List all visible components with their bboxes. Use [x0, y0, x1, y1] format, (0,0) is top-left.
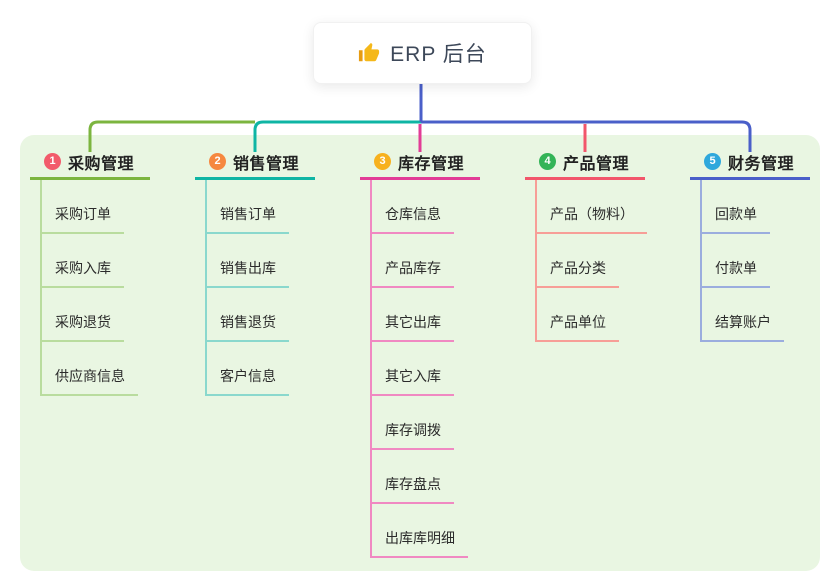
node-label: 产品（物料） [550, 206, 634, 222]
node-label: 付款单 [715, 260, 757, 276]
branch-5: 5 财务管理回款单付款单结算账户 [690, 146, 839, 342]
mindmap-node: 采购入库 [40, 234, 124, 288]
branch-label: 销售管理 [233, 155, 300, 173]
branches-panel [20, 135, 820, 571]
node-label: 供应商信息 [55, 368, 125, 384]
node-label: 客户信息 [220, 368, 276, 384]
node-label: 销售订单 [220, 206, 276, 222]
branch-number-badge: 5 [704, 153, 721, 170]
branch-header: 2 销售管理 [195, 146, 315, 177]
branch-underline [360, 177, 480, 180]
branch-items: 采购订单采购入库采购退货供应商信息 [30, 180, 180, 396]
node-label: 回款单 [715, 206, 757, 222]
mindmap-node: 库存盘点 [370, 450, 454, 504]
mindmap-node: 供应商信息 [40, 342, 138, 396]
mindmap-node: 其它入库 [370, 342, 454, 396]
branch-underline [690, 177, 810, 180]
node-label: 产品单位 [550, 314, 606, 330]
mindmap-node: 产品分类 [535, 234, 619, 288]
node-label: 库存调拨 [385, 422, 441, 438]
root-title: ERP 后台 [390, 43, 487, 66]
node-label: 仓库信息 [385, 206, 441, 222]
branch-4: 4 产品管理产品（物料） 产品分类产品单位 [525, 146, 675, 342]
branch-items: 产品（物料） 产品分类产品单位 [525, 180, 675, 342]
mindmap-node: 采购订单 [40, 180, 124, 234]
node-label: 采购订单 [55, 206, 111, 222]
branch-number-badge: 3 [374, 153, 391, 170]
branch-label: 采购管理 [68, 155, 135, 173]
branch-vertical-line [205, 180, 207, 396]
node-label: 出库库明细 [385, 530, 455, 546]
branch-underline [525, 177, 645, 180]
branch-header: 4 产品管理 [525, 146, 645, 177]
branch-header: 3 库存管理 [360, 146, 480, 177]
mindmap-node: 产品（物料） [535, 180, 647, 234]
root-node: ERP 后台 [313, 22, 532, 84]
mindmap-node: 仓库信息 [370, 180, 454, 234]
node-label: 其它入库 [385, 368, 441, 384]
mindmap-node: 付款单 [700, 234, 770, 288]
branch-3: 3 库存管理仓库信息产品库存其它出库其它入库库存调拨库存盘点出库库明细 [360, 146, 510, 558]
mindmap-node: 销售出库 [205, 234, 289, 288]
branch-vertical-line [370, 180, 372, 558]
branch-underline [195, 177, 315, 180]
node-label: 销售出库 [220, 260, 276, 276]
branch-number-badge: 4 [539, 153, 556, 170]
mindmap-node: 销售退货 [205, 288, 289, 342]
node-label: 采购入库 [55, 260, 111, 276]
thumbs-up-cuff [359, 50, 363, 62]
node-label: 其它出库 [385, 314, 441, 330]
branch-number-badge: 1 [44, 153, 61, 170]
mindmap-node: 产品单位 [535, 288, 619, 342]
thumbs-up-hand [364, 42, 380, 62]
node-label: 产品分类 [550, 260, 606, 276]
branch-vertical-line [700, 180, 702, 342]
node-label: 销售退货 [220, 314, 276, 330]
thumbs-up-icon [359, 42, 380, 62]
mindmap-node: 其它出库 [370, 288, 454, 342]
mindmap-node: 结算账户 [700, 288, 784, 342]
mindmap-node: 销售订单 [205, 180, 289, 234]
branch-label: 产品管理 [563, 155, 630, 173]
mindmap-node: 库存调拨 [370, 396, 454, 450]
mindmap-node: 回款单 [700, 180, 770, 234]
node-label: 采购退货 [55, 314, 111, 330]
branch-1: 1 采购管理采购订单采购入库采购退货供应商信息 [30, 146, 180, 396]
branch-items: 回款单付款单结算账户 [690, 180, 839, 342]
branch-vertical-line [535, 180, 537, 342]
mindmap-node: 客户信息 [205, 342, 289, 396]
node-label: 结算账户 [715, 314, 771, 330]
branch-label: 财务管理 [728, 155, 795, 173]
branch-items: 销售订单销售出库销售退货客户信息 [195, 180, 345, 396]
branch-underline [30, 177, 150, 180]
mindmap-node: 采购退货 [40, 288, 124, 342]
branch-items: 仓库信息产品库存其它出库其它入库库存调拨库存盘点出库库明细 [360, 180, 510, 558]
branch-vertical-line [40, 180, 42, 396]
mindmap-node: 出库库明细 [370, 504, 468, 558]
branch-header: 5 财务管理 [690, 146, 810, 177]
node-label: 库存盘点 [385, 476, 441, 492]
node-label: 产品库存 [385, 260, 441, 276]
mindmap-node: 产品库存 [370, 234, 454, 288]
branch-label: 库存管理 [398, 155, 465, 173]
branch-number-badge: 2 [209, 153, 226, 170]
branch-header: 1 采购管理 [30, 146, 150, 177]
branch-2: 2 销售管理销售订单销售出库销售退货客户信息 [195, 146, 345, 396]
